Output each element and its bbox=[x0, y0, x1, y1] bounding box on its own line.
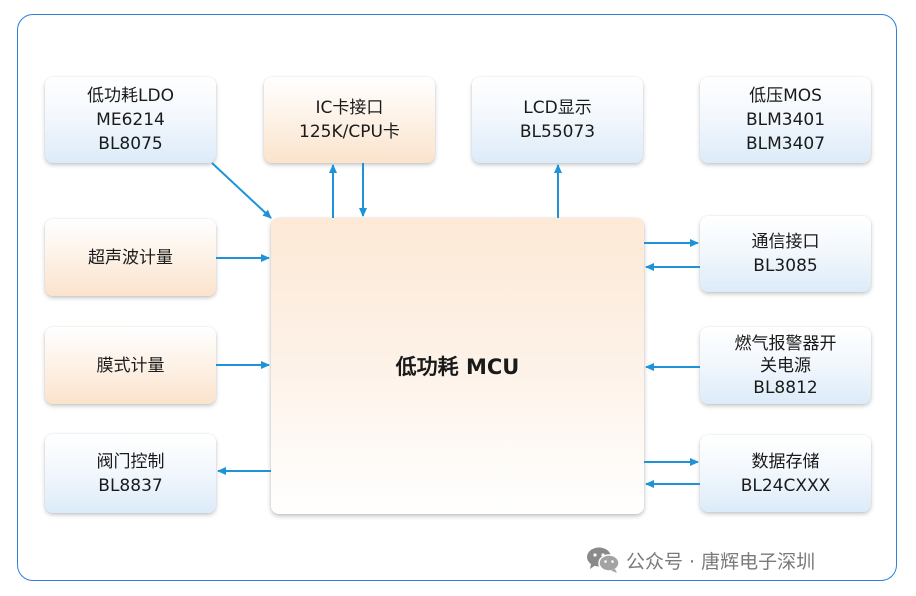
mos-title: 低压MOS bbox=[749, 86, 822, 106]
ultrasonic-title: 超声波计量 bbox=[88, 247, 173, 268]
mos-part-1: BLM3401 bbox=[745, 110, 826, 130]
mcu-label: 低功耗 MCU bbox=[395, 355, 520, 379]
comm-part: BL3085 bbox=[753, 256, 818, 276]
storage-title: 数据存储 bbox=[751, 451, 820, 472]
valve-title: 阀门控制 bbox=[96, 451, 165, 472]
mos-part-2: BLM3407 bbox=[745, 134, 826, 154]
comm-box: 通信接口 BL3085 bbox=[700, 216, 871, 292]
ldo-part-2: BL8075 bbox=[98, 134, 163, 154]
arrow-ldo-to-mcu bbox=[211, 162, 272, 219]
ldo-box: 低功耗LDO ME6214 BL8075 bbox=[45, 77, 216, 163]
wechat-icon bbox=[587, 547, 620, 573]
lcd-title: LCD显示 bbox=[523, 98, 592, 118]
storage-box: 数据存储 BL24CXXX bbox=[700, 435, 871, 512]
gas-alarm-box: 燃气报警器开 关电源 BL8812 bbox=[700, 327, 871, 404]
lcd-part: BL55073 bbox=[519, 122, 596, 142]
ldo-part-1: ME6214 bbox=[96, 110, 165, 130]
comm-title: 通信接口 bbox=[751, 232, 820, 252]
valve-part: BL8837 bbox=[98, 475, 163, 496]
gas-alarm-part: BL8812 bbox=[753, 377, 818, 398]
ic-card-type: 125K/CPU卡 bbox=[299, 122, 400, 142]
ic-card-title: IC卡接口 bbox=[315, 98, 384, 118]
mos-box: 低压MOS BLM3401 BLM3407 bbox=[700, 77, 871, 163]
storage-part: BL24CXXX bbox=[740, 475, 831, 496]
lcd-box: LCD显示 BL55073 bbox=[472, 77, 643, 163]
gas-alarm-title-1: 燃气报警器开 bbox=[734, 333, 837, 354]
mcu-block: 低功耗 MCU bbox=[271, 218, 644, 514]
ultrasonic-box: 超声波计量 bbox=[45, 219, 216, 296]
diaphragm-box: 膜式计量 bbox=[45, 327, 216, 404]
watermark: 公众号 · 唐辉电子深圳 bbox=[586, 545, 815, 575]
ldo-title: 低功耗LDO bbox=[87, 86, 174, 106]
gas-alarm-title-2: 关电源 bbox=[760, 355, 811, 376]
diaphragm-title: 膜式计量 bbox=[96, 355, 165, 376]
valve-box: 阀门控制 BL8837 bbox=[45, 434, 216, 513]
ic-card-box: IC卡接口 125K/CPU卡 bbox=[264, 77, 435, 163]
watermark-text: 公众号 · 唐辉电子深圳 bbox=[626, 550, 816, 573]
